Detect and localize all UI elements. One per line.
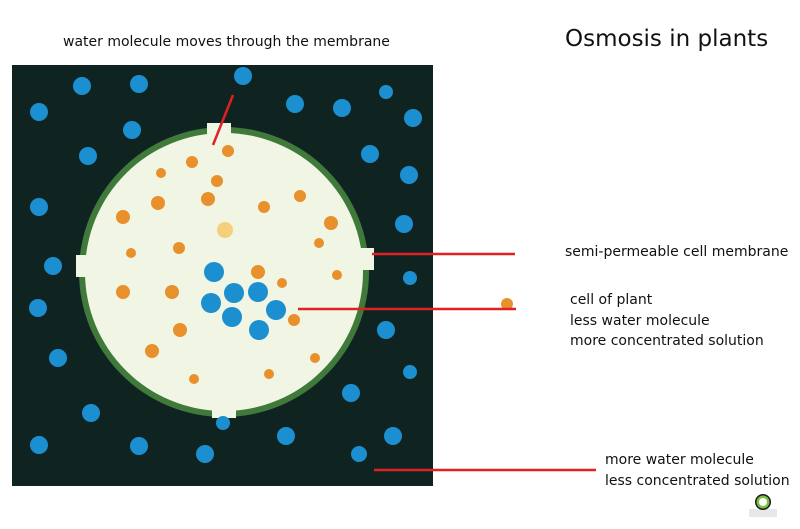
water-molecule xyxy=(30,436,48,454)
water-molecule xyxy=(201,293,221,313)
membrane-pore-left xyxy=(76,255,88,277)
solute-molecule xyxy=(288,314,300,326)
water-molecule xyxy=(234,67,252,85)
solute-molecule xyxy=(258,201,270,213)
legend-solute-dot xyxy=(501,298,513,310)
cell-label-line: more concentrated solution xyxy=(570,333,764,349)
water-molecule xyxy=(404,109,422,127)
water-molecule xyxy=(379,85,393,99)
membrane-pore-right xyxy=(361,248,374,270)
water-molecule xyxy=(342,384,360,402)
solute-molecules xyxy=(116,145,342,384)
solute-molecule xyxy=(126,248,136,258)
cell-label: cell of plant less water molecule more c… xyxy=(570,290,764,352)
water-molecule xyxy=(286,95,304,113)
solute-molecule xyxy=(222,145,234,157)
water-molecule xyxy=(395,215,413,233)
water-molecule xyxy=(44,257,62,275)
solute-molecule xyxy=(277,278,287,288)
outside-solution-label: more water molecule less concentrated so… xyxy=(605,450,790,491)
water-molecule xyxy=(403,365,417,379)
water-molecule xyxy=(277,427,295,445)
solute-molecule xyxy=(201,192,215,206)
water-molecule xyxy=(29,299,47,317)
outside-label-line: less concentrated solution xyxy=(605,472,790,489)
solute-molecule xyxy=(186,156,198,168)
solute-molecule xyxy=(211,175,223,187)
water-molecule xyxy=(403,271,417,285)
water-molecule xyxy=(49,349,67,367)
water-molecule xyxy=(249,320,269,340)
solute-molecule xyxy=(173,242,185,254)
cell-label-line: cell of plant xyxy=(570,292,653,308)
diagram-title: Osmosis in plants xyxy=(565,26,769,52)
solute-molecule xyxy=(314,238,324,248)
solute-molecule xyxy=(324,216,338,230)
outer-water-molecules xyxy=(29,67,422,463)
solute-molecule xyxy=(173,323,187,337)
water-molecule xyxy=(248,282,268,302)
water-molecule xyxy=(79,147,97,165)
solute-molecule xyxy=(156,168,166,178)
water-molecule xyxy=(216,416,230,430)
light-solute-molecule xyxy=(217,222,233,238)
water-molecule xyxy=(333,99,351,117)
solute-molecule xyxy=(165,285,179,299)
solute-molecule xyxy=(151,196,165,210)
water-molecule xyxy=(73,77,91,95)
water-molecule xyxy=(82,404,100,422)
creative-commons-badge-icon xyxy=(749,494,777,517)
water-molecule xyxy=(266,300,286,320)
water-molecule xyxy=(130,437,148,455)
solute-molecule xyxy=(310,353,320,363)
top-caption: water molecule moves through the membran… xyxy=(63,34,390,50)
water-molecule xyxy=(30,198,48,216)
membrane-label: semi-permeable cell membrane xyxy=(565,244,789,260)
water-molecule xyxy=(224,283,244,303)
water-molecule xyxy=(30,103,48,121)
inner-water-molecules xyxy=(201,262,286,340)
pointer-lines xyxy=(211,94,596,472)
water-molecule xyxy=(384,427,402,445)
water-molecule xyxy=(130,75,148,93)
water-molecule xyxy=(222,307,242,327)
outside-label-line: more water molecule xyxy=(605,452,754,468)
solute-molecule xyxy=(294,190,306,202)
solute-molecule xyxy=(116,285,130,299)
membrane-pore-bottom xyxy=(212,404,236,418)
solute-molecule xyxy=(145,344,159,358)
water-molecule xyxy=(123,121,141,139)
solute-molecule xyxy=(116,210,130,224)
solute-molecule xyxy=(251,265,265,279)
cell-label-line: less water molecule xyxy=(570,312,710,329)
solute-molecule xyxy=(332,270,342,280)
water-molecule xyxy=(400,166,418,184)
pointer-line-top xyxy=(211,94,235,146)
water-molecule xyxy=(377,321,395,339)
solute-molecule xyxy=(189,374,199,384)
solute-molecule xyxy=(264,369,274,379)
water-molecule xyxy=(361,145,379,163)
water-molecule xyxy=(196,445,214,463)
water-molecule xyxy=(204,262,224,282)
water-molecule xyxy=(351,446,367,462)
